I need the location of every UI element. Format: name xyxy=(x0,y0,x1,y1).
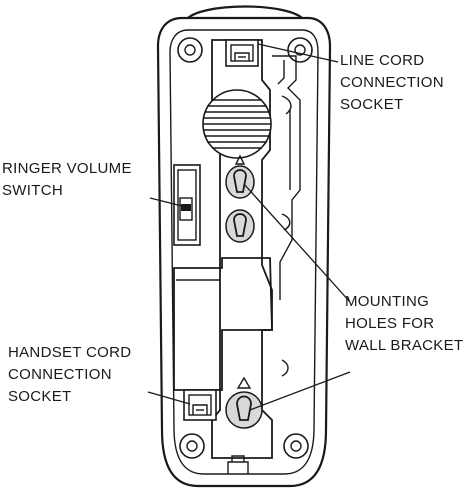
label-line-cord-line2: CONNECTION xyxy=(340,74,444,91)
screw-boss-bottom-left xyxy=(179,433,205,459)
label-line-cord-socket: LINE CORD CONNECTION SOCKET xyxy=(340,50,444,116)
label-line-cord-line3: SOCKET xyxy=(340,96,404,113)
label-handset-line3: SOCKET xyxy=(8,388,72,405)
leader-handset-cord xyxy=(147,391,191,405)
right-rib-curl-2 xyxy=(281,213,291,231)
label-ringer-line2: SWITCH xyxy=(2,182,63,199)
screw-boss-top-right xyxy=(287,37,313,63)
leader-line-cord xyxy=(257,43,339,63)
screw-boss-top-left xyxy=(177,37,203,63)
label-mounting-holes: MOUNTING HOLES FOR WALL BRACKET xyxy=(345,291,463,357)
label-ringer-volume-switch: RINGER VOLUME SWITCH xyxy=(2,158,132,202)
mounting-hole-upper-2 xyxy=(225,209,255,243)
mounting-hole-upper-1 xyxy=(225,154,255,199)
label-mounting-line1: MOUNTING xyxy=(345,293,430,310)
bottom-notch xyxy=(227,455,249,474)
right-rib-curl-1 xyxy=(281,95,292,115)
label-handset-cord-socket: HANDSET CORD CONNECTION SOCKET xyxy=(8,342,131,408)
right-rib-curl-3 xyxy=(281,359,289,377)
label-mounting-line3: WALL BRACKET xyxy=(345,337,464,354)
label-handset-line1: HANDSET CORD xyxy=(8,344,132,361)
screw-boss-bottom-right xyxy=(283,433,309,459)
housing-outer xyxy=(156,16,332,488)
line-cord-socket xyxy=(225,39,259,67)
label-ringer-line1: RINGER VOLUME xyxy=(2,160,132,177)
speaker-grille xyxy=(202,89,272,159)
label-mounting-line2: HOLES FOR xyxy=(345,315,435,332)
mounting-hole-lower xyxy=(225,376,263,429)
housing-inner xyxy=(169,29,319,475)
leader-mounting-upper xyxy=(243,183,351,303)
label-handset-line2: CONNECTION xyxy=(8,366,112,383)
right-rib-channel xyxy=(272,55,301,300)
handset-cord-socket xyxy=(183,389,217,421)
leader-ringer-switch xyxy=(149,197,183,207)
leader-mounting-lower xyxy=(249,371,351,411)
label-line-cord-line1: LINE CORD xyxy=(340,52,425,69)
